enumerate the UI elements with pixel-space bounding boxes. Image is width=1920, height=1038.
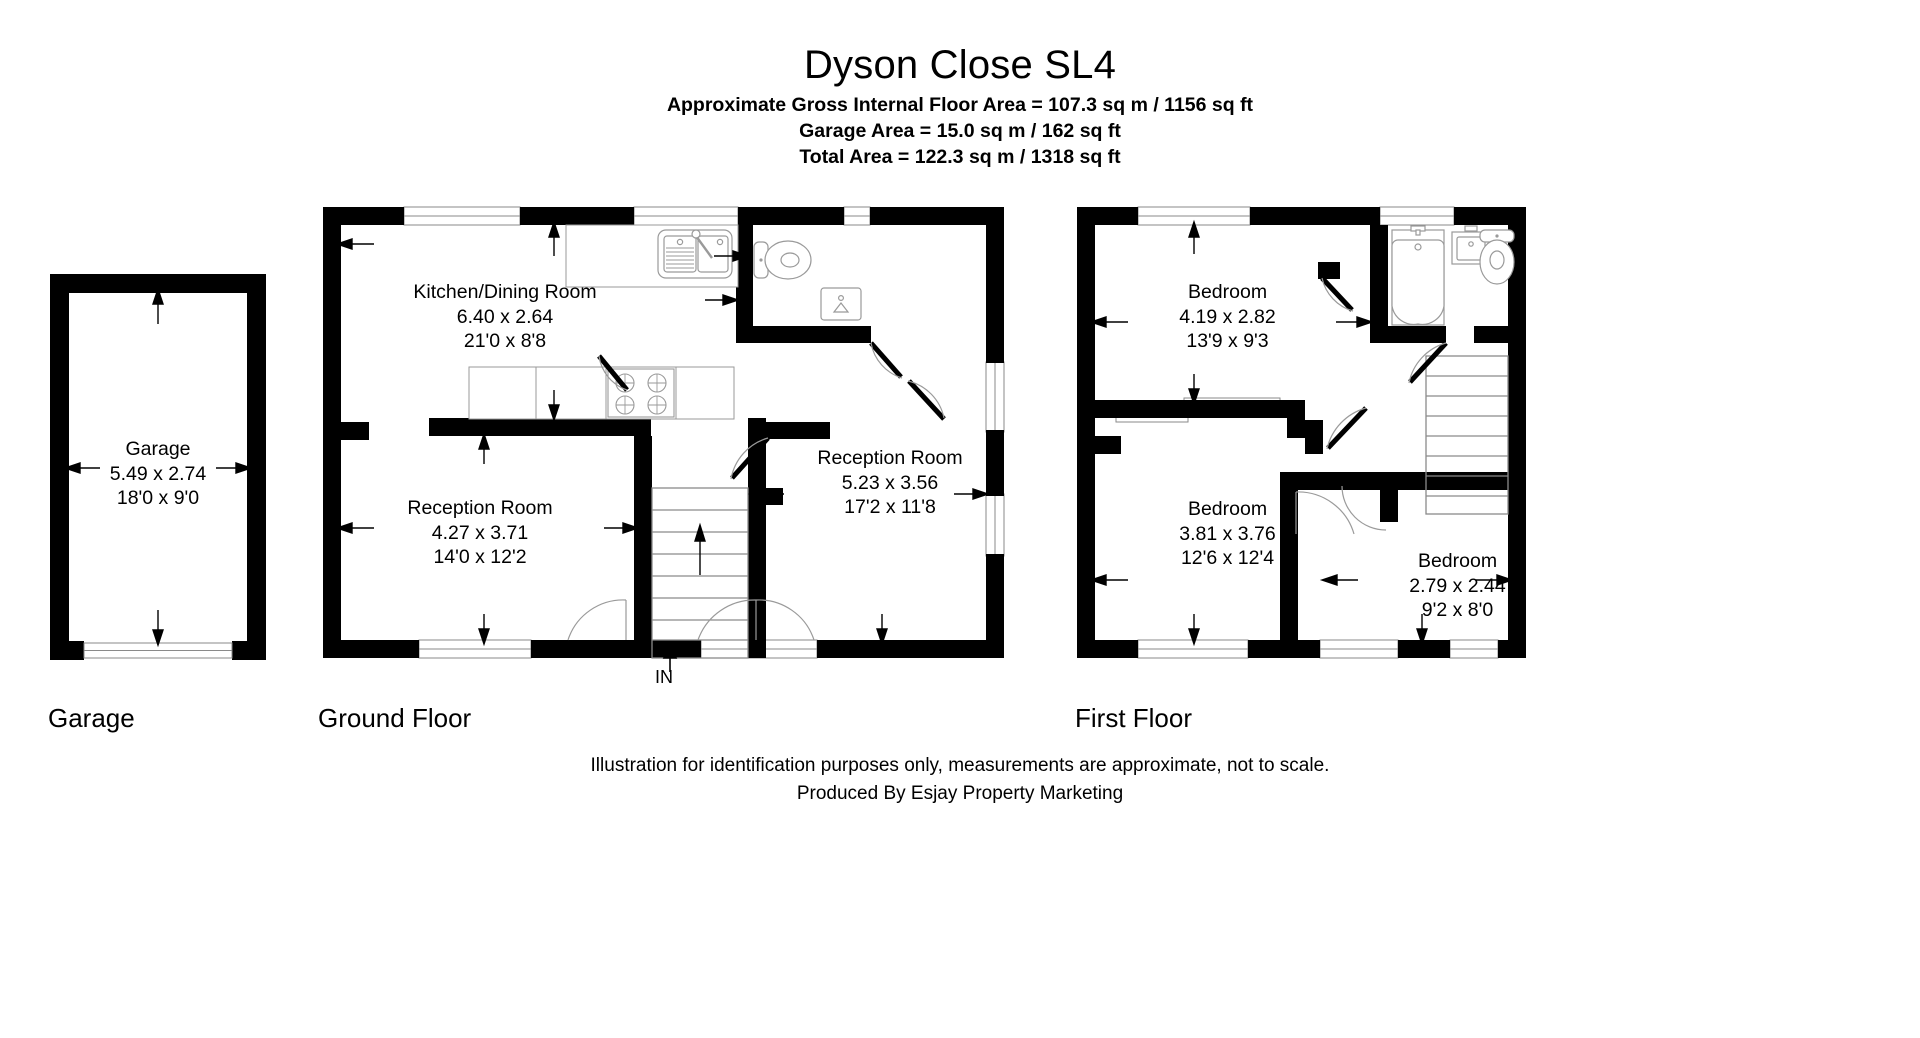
kitchen-worktop-lower xyxy=(468,366,735,420)
garage-plan-svg xyxy=(50,274,266,660)
entrance-arrow xyxy=(652,644,688,674)
ground-doors xyxy=(567,341,946,641)
bathtub-icon xyxy=(1391,225,1445,326)
ground-stairs xyxy=(651,487,749,659)
floor-caption-garage: Garage xyxy=(48,703,135,733)
disclaimer-text: Illustration for identification purposes… xyxy=(590,755,1330,776)
garage-plan xyxy=(40,262,280,672)
floor-caption-first: First Floor xyxy=(1075,703,1192,733)
first-dimension-arrows xyxy=(1088,219,1515,647)
total-area-text: Total Area = 122.3 sq m / 1318 sq ft xyxy=(799,146,1121,168)
ground-floor-plan xyxy=(316,200,1046,680)
garage-area-text: Garage Area = 15.0 sq m / 162 sq ft xyxy=(799,120,1121,142)
garage-dimension-arrows xyxy=(62,286,254,648)
garage-walls xyxy=(50,274,266,660)
stairs-direction-arrow xyxy=(694,522,706,575)
ground-dimension-arrows xyxy=(334,219,991,647)
producer-text: Produced By Esjay Property Marketing xyxy=(796,783,1124,804)
wc-washbasin-icon xyxy=(820,287,862,321)
first-floor-plan-svg xyxy=(1077,206,1526,659)
header: Dyson Close SL4 Approximate Gross Intern… xyxy=(0,0,1920,170)
page-title: Dyson Close SL4 xyxy=(803,43,1117,87)
first-floor-toilet-icon xyxy=(1479,229,1515,285)
ground-windows xyxy=(403,206,1005,659)
first-floor-plan xyxy=(1070,200,1540,680)
wc-toilet-icon xyxy=(753,240,812,280)
first-floor-stairs xyxy=(1425,355,1509,515)
floor-caption-ground: Ground Floor xyxy=(318,703,472,733)
first-doors xyxy=(1295,276,1448,535)
kitchen-hob-icon xyxy=(607,368,675,418)
footer: Illustration for identification purposes… xyxy=(0,752,1920,808)
ground-floor-plan-svg xyxy=(323,206,1005,659)
gross-internal-area-text: Approximate Gross Internal Floor Area = … xyxy=(666,94,1254,116)
first-walls xyxy=(1077,207,1526,658)
kitchen-sink-icon xyxy=(657,229,733,279)
entrance-label: IN xyxy=(655,667,673,687)
